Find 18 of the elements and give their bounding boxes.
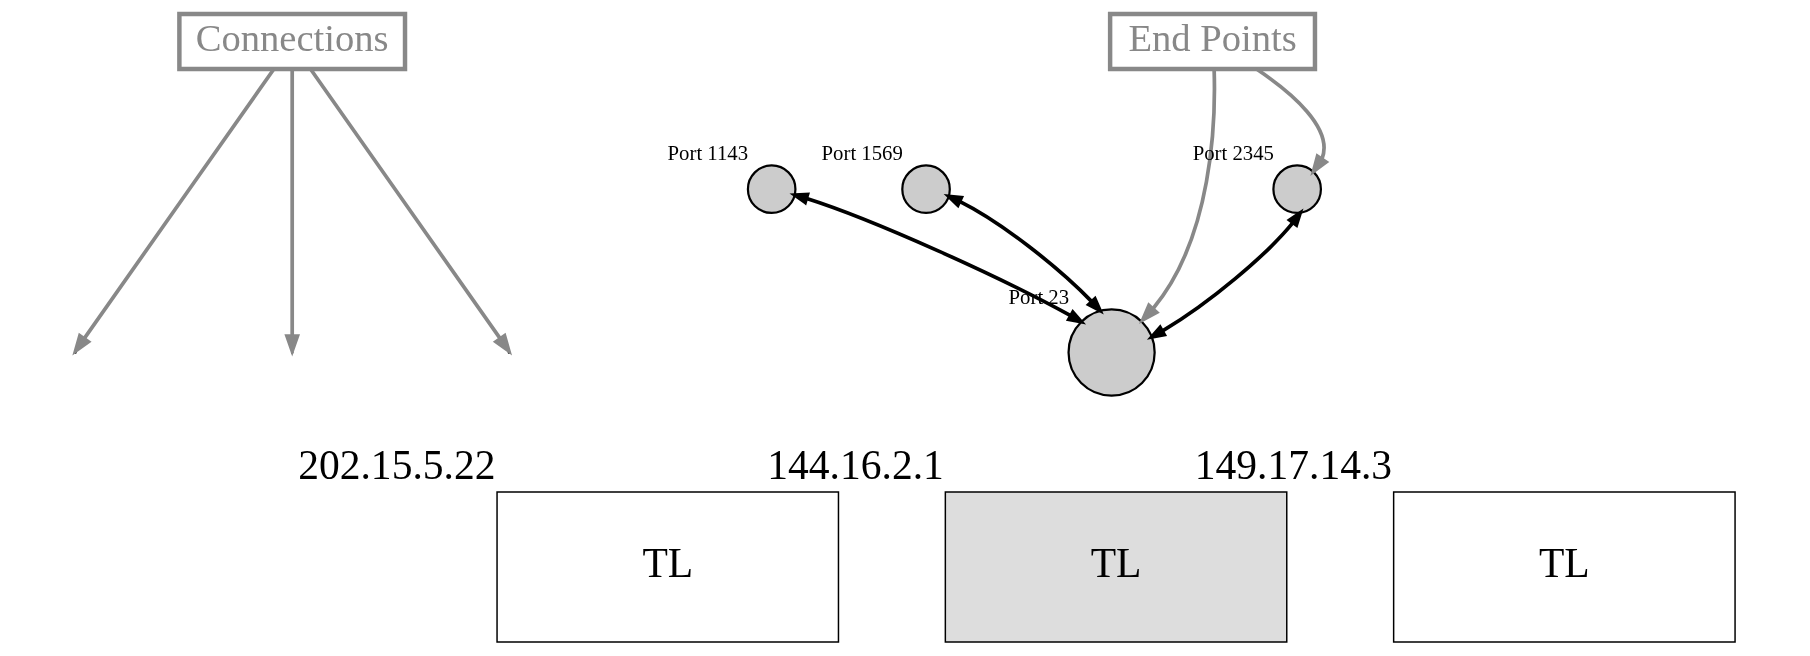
arrow bbox=[943, 194, 1104, 315]
node-label: 144.16.2.1 bbox=[767, 442, 944, 489]
node-circle bbox=[901, 164, 951, 215]
node-box: TL bbox=[944, 491, 1288, 643]
node-label: 202.15.5.22 bbox=[298, 442, 496, 489]
node-label: 149.17.14.3 bbox=[1194, 442, 1393, 489]
arrow bbox=[1146, 208, 1304, 340]
node-label: Port 1569 bbox=[821, 140, 903, 164]
node-label: Port 2345 bbox=[1192, 140, 1274, 164]
node-box: TL bbox=[496, 491, 840, 643]
node-box: Connections bbox=[177, 11, 408, 72]
arrow bbox=[1139, 69, 1217, 324]
node-circle bbox=[746, 164, 797, 215]
node-box: End Points bbox=[1107, 11, 1318, 72]
node-circle bbox=[1272, 164, 1323, 215]
arrow bbox=[789, 192, 1087, 325]
node-label: Port 1143 bbox=[667, 140, 749, 164]
node-box: TL bbox=[1392, 491, 1736, 643]
